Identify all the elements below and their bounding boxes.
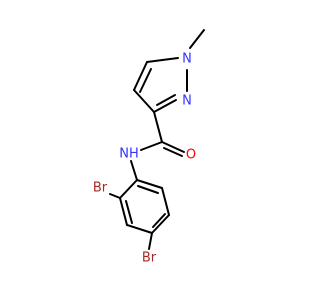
bond-ar3-ar4 <box>126 224 153 234</box>
bond-ar4-ar5-inner <box>152 213 166 228</box>
bond-carbonyl-o-double <box>163 147 183 157</box>
pyrazole-ring <box>133 29 205 113</box>
bond-ar4-br <box>148 232 153 250</box>
molecule-structure: N N NH O Br Br <box>93 29 205 266</box>
bond-n1-c5 <box>146 57 179 63</box>
bond-c5-c4-inner <box>139 68 152 93</box>
bond-n-aryl <box>130 160 138 181</box>
dibromophenyl-ring <box>109 179 170 250</box>
bond-ar2-ar3-inner <box>125 200 133 224</box>
bond-c5-c4 <box>133 61 148 91</box>
bond-carbonyl-n <box>140 141 163 151</box>
amide-group <box>130 111 185 181</box>
bond-ar5-ar6 <box>161 187 170 216</box>
bond-ar2-ar3 <box>119 197 128 226</box>
bond-carbonyl-o <box>161 141 185 153</box>
bond-c3-carbonyl <box>153 111 163 143</box>
bond-ar6-ar1 <box>136 179 163 189</box>
bond-ar1-ar2 <box>119 179 138 199</box>
bond-c4-c3 <box>133 89 155 113</box>
atom-label-n-amide: NH <box>119 147 139 162</box>
atom-label-n-ring: N <box>182 94 192 109</box>
bond-ar4-ar5 <box>151 214 170 234</box>
bond-ar6-ar1-inner <box>137 185 159 194</box>
bond-methyl-n1 <box>189 29 205 49</box>
bond-c3-n2-inner <box>156 94 176 106</box>
bond-c3-n2 <box>153 99 177 113</box>
atom-label-o-carbonyl: O <box>186 148 196 163</box>
atom-label-br-para: Br <box>142 251 157 266</box>
atom-label-br-ortho: Br <box>93 181 108 196</box>
bond-ar2-br <box>109 193 121 199</box>
atom-label-n-methyl: N <box>182 52 192 67</box>
